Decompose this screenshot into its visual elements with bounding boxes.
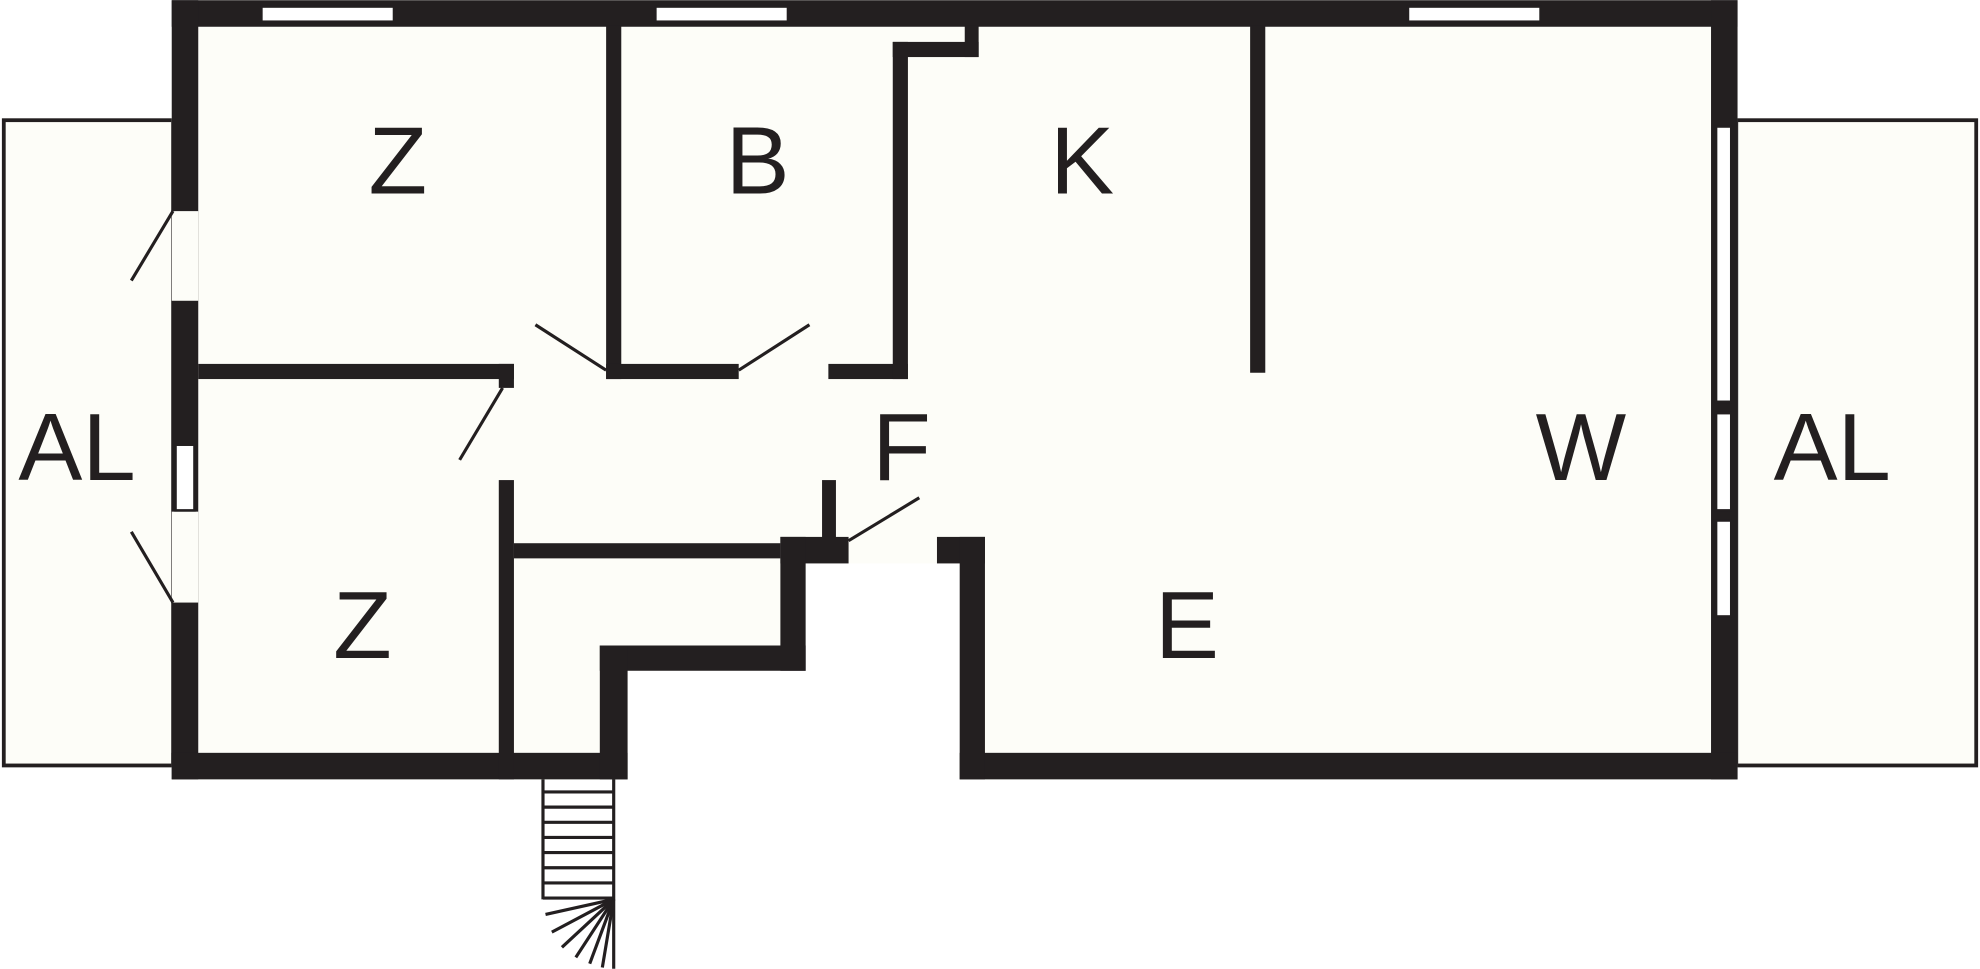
room-label-k: K	[1050, 107, 1114, 214]
apartment-floor	[171, 0, 1738, 780]
interior-walls	[198, 25, 1266, 780]
balcony-left	[1, 118, 175, 768]
room-label-al-left: AL	[18, 394, 135, 501]
balcony-right	[1734, 118, 1979, 768]
room-label-z-bottom: Z	[333, 572, 392, 679]
room-label-w: W	[1536, 394, 1627, 501]
entrance-stairs	[541, 779, 616, 969]
room-label-z-top: Z	[368, 107, 427, 214]
room-label-al-right: AL	[1774, 394, 1891, 501]
windows-top	[260, 5, 1542, 23]
room-label-e: E	[1155, 572, 1219, 679]
room-label-b: B	[726, 107, 790, 214]
left-wall-openings	[129, 210, 199, 604]
windows-right	[1714, 125, 1733, 618]
room-label-f: F	[872, 394, 931, 501]
door-swings	[458, 323, 921, 543]
